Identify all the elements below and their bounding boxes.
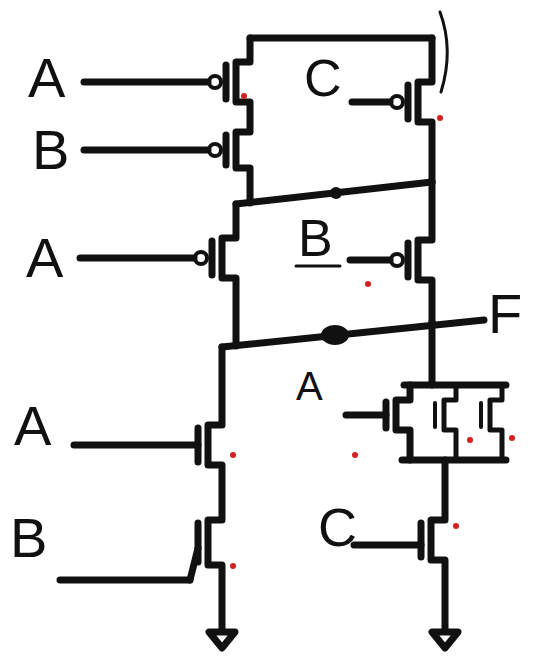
gate-wire: [74, 442, 198, 449]
gate-bar: [433, 403, 437, 427]
red-dot: [365, 281, 371, 287]
gate-bar: [418, 523, 425, 557]
nmos-wire: [444, 385, 456, 460]
red-dot: [230, 563, 236, 569]
red-dot: [453, 523, 459, 529]
pmos-wire: [418, 182, 432, 323]
wire: [250, 35, 432, 42]
pmos-wire: [418, 38, 432, 182]
gate-wire: [350, 257, 390, 264]
red-dot: [437, 115, 443, 121]
input-label: C: [318, 500, 357, 554]
input-label: A: [296, 366, 323, 406]
input-label: B: [32, 122, 69, 178]
gate-wire: [84, 147, 208, 154]
wire: [236, 182, 432, 204]
input-label: A: [14, 398, 51, 454]
pmos-wire: [222, 204, 236, 346]
input-label: B: [298, 212, 333, 264]
gate-bar: [405, 243, 412, 277]
red-marks: [230, 93, 515, 569]
red-dot: [230, 452, 236, 458]
gate-wire: [60, 577, 190, 584]
input-label: B: [10, 510, 47, 566]
red-dot: [352, 452, 358, 458]
red-dot: [509, 435, 515, 441]
red-dot: [467, 437, 473, 443]
gate-bar: [223, 135, 230, 165]
input-label: A: [28, 50, 65, 106]
input-label: C: [304, 52, 342, 104]
nmos-wire: [431, 460, 445, 630]
junction-dot: [330, 187, 342, 199]
wire: [402, 457, 506, 464]
gate-bar: [405, 85, 412, 119]
gate-bar: [223, 65, 230, 99]
ground-symbol: [209, 632, 235, 648]
nmos-series-wire: [208, 347, 222, 630]
gate-wire: [346, 412, 386, 419]
red-dot: [241, 93, 247, 99]
output-wire: [222, 320, 484, 347]
output-label: F: [488, 286, 522, 342]
nmos-wire: [490, 385, 502, 460]
ground-symbol: [432, 632, 458, 648]
input-label: A: [26, 230, 63, 286]
gate-bar: [479, 403, 483, 427]
gate-wire: [80, 255, 194, 262]
junction-dot: [321, 325, 349, 345]
wire: [429, 322, 436, 385]
nmos-wire: [396, 385, 410, 460]
gate-wire: [354, 542, 421, 549]
bracket: [440, 12, 447, 92]
gate-bar: [209, 241, 216, 275]
pmos-series-wire: [236, 38, 250, 203]
gate-wire: [352, 99, 390, 106]
gate-wire: [190, 548, 198, 580]
label-underline: [296, 265, 340, 268]
gate-wire: [84, 79, 208, 86]
